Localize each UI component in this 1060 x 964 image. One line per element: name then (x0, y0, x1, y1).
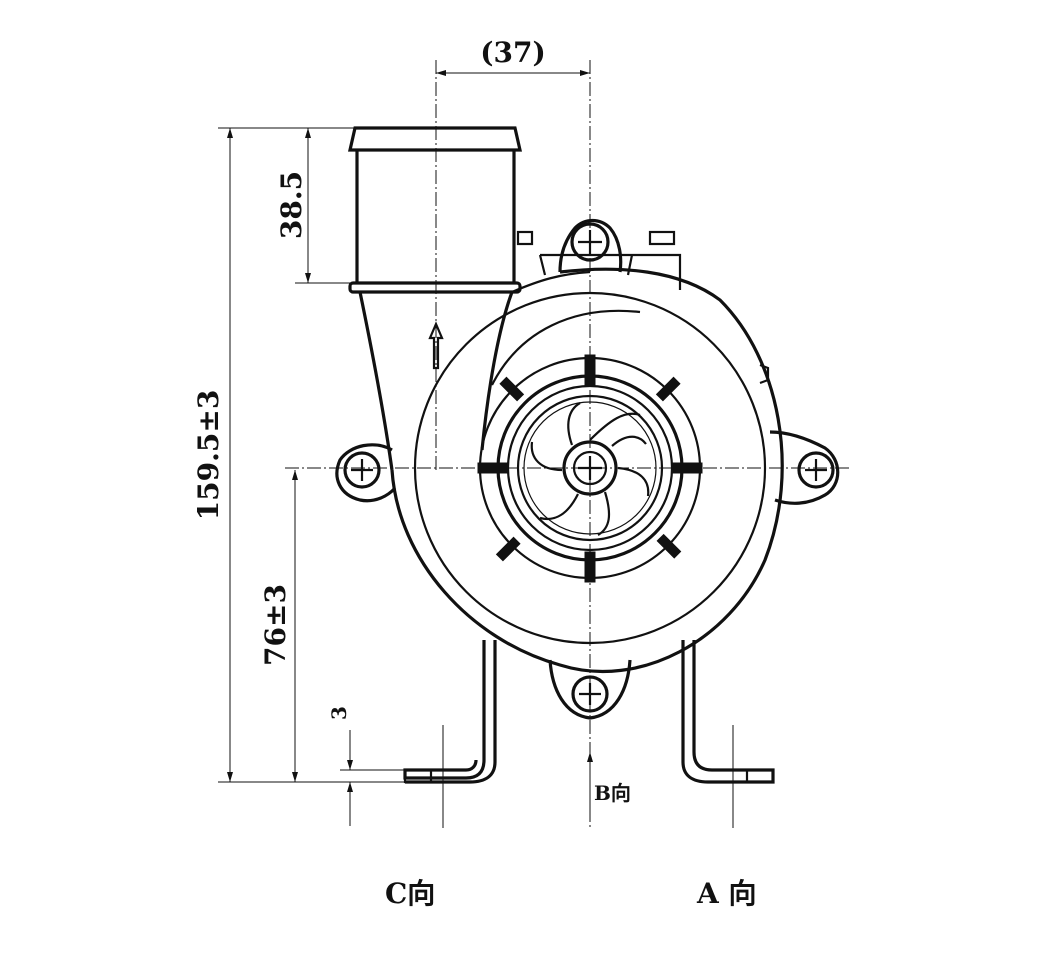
dim-total-height: 159.5±3 (192, 128, 233, 782)
center-lines (285, 60, 850, 830)
dim-total-height-label: 159.5±3 (192, 390, 225, 521)
view-c-label: C向 (385, 877, 435, 910)
dim-width-offset: (37) (436, 36, 590, 76)
dim-outlet-height: 38.5 (275, 128, 311, 283)
dim-center-height: 76±3 (259, 470, 298, 782)
dim-outlet-height-label: 38.5 (275, 171, 308, 239)
dim-center-height-label: 76±3 (259, 584, 292, 666)
view-a-label: A 向 (696, 877, 756, 910)
blower-housing (335, 126, 840, 720)
view-b-indicator: B向 (587, 752, 631, 810)
view-b-label: B向 (594, 781, 631, 805)
dim-width-offset-label: (37) (480, 36, 545, 69)
dim-base-thickness-label: 3 (327, 706, 351, 720)
airflow-arrow (428, 321, 444, 370)
dim-base-thickness: 3 (327, 706, 353, 826)
mounting-feet (403, 640, 775, 784)
